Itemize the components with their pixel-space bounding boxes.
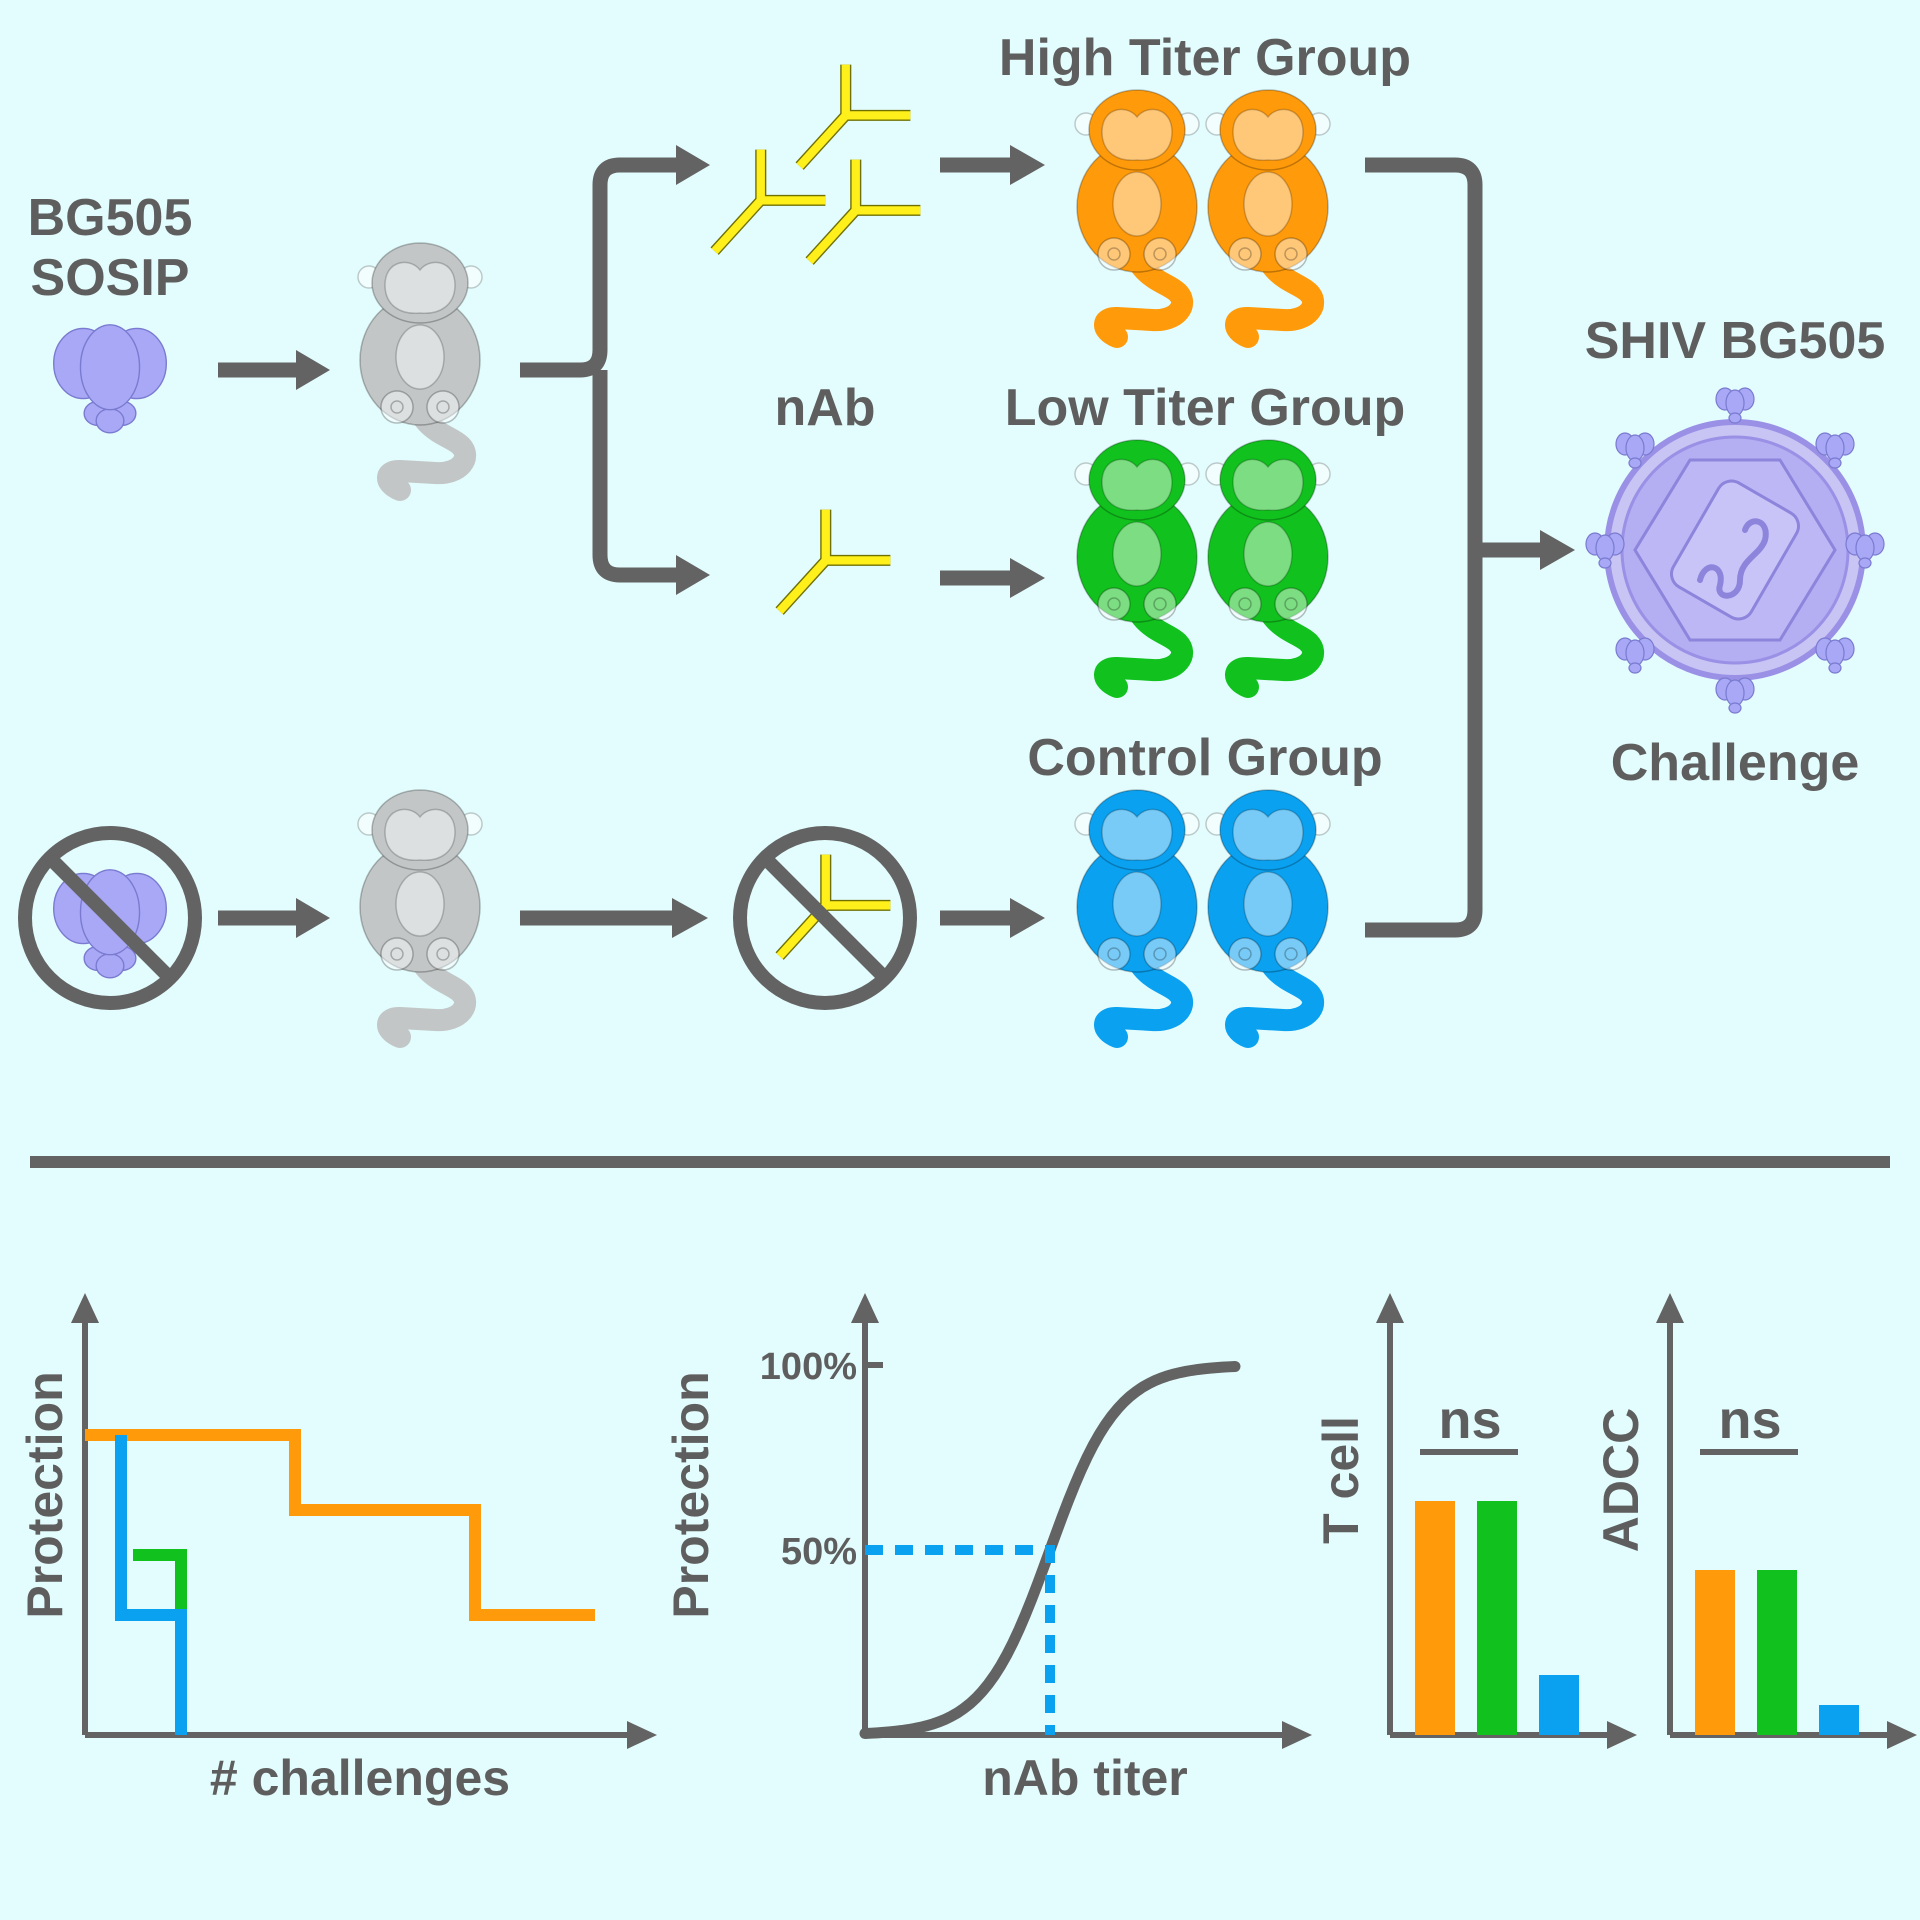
chart3-bar-0 bbox=[1415, 1501, 1455, 1735]
protection-vs-titer-chart: Protection nAb titer 100% 50% bbox=[663, 1293, 1312, 1806]
merge-bracket bbox=[1365, 157, 1545, 938]
nab-label: nAb bbox=[774, 379, 875, 437]
arrowhead-to-low bbox=[676, 555, 710, 595]
immunogen-icon bbox=[52, 324, 168, 434]
chart1-series-line-0 bbox=[85, 1429, 595, 1621]
chart3-bar-2 bbox=[1539, 1675, 1579, 1735]
chart3-y-label: T cell bbox=[1313, 1416, 1369, 1544]
chart2-y-arrowhead bbox=[851, 1293, 879, 1323]
antibody-icon bbox=[715, 150, 826, 252]
arrow-to-control-group bbox=[940, 898, 1045, 938]
low-titer-monkey-icon bbox=[1075, 440, 1199, 698]
antibody-icon bbox=[800, 65, 911, 167]
chart4-y-label: ADCC bbox=[1593, 1408, 1649, 1552]
chart4-ns-label: ns bbox=[1718, 1390, 1781, 1450]
immunogen-label-line2: SOSIP bbox=[31, 249, 190, 307]
chart2-y-label: Protection bbox=[663, 1371, 719, 1618]
low-titer-monkey-icon bbox=[1206, 440, 1330, 698]
protection-vs-challenges-chart: Protection # challenges bbox=[17, 1293, 657, 1806]
chart3-y-arrowhead bbox=[1376, 1293, 1404, 1323]
tcell-bar-chart: T cell ns bbox=[1313, 1293, 1637, 1749]
chart3-ns-label: ns bbox=[1438, 1390, 1501, 1450]
monkey-icon bbox=[358, 243, 482, 501]
chart2-tick-label: 100% bbox=[760, 1346, 857, 1388]
antibody-icon bbox=[810, 160, 921, 262]
chart1-series-line-1 bbox=[133, 1549, 187, 1645]
control-group-label: Control Group bbox=[1027, 729, 1382, 787]
control-monkey-icon bbox=[1075, 790, 1199, 1048]
virus-icon bbox=[1585, 387, 1885, 714]
arrowhead-to-challenge bbox=[1540, 530, 1575, 570]
arrow-to-high-group bbox=[940, 145, 1045, 185]
no-immunogen-icon bbox=[18, 826, 202, 1010]
arrow-control-to-antibody bbox=[520, 898, 708, 938]
chart2-x-label: nAb titer bbox=[982, 1750, 1188, 1806]
arrow-control-immunize bbox=[218, 898, 330, 938]
chart3-bar-1 bbox=[1477, 1501, 1517, 1735]
chart3-x-arrowhead bbox=[1607, 1721, 1637, 1749]
chart4-bar-1 bbox=[1757, 1570, 1797, 1735]
high-titer-monkey-icon bbox=[1075, 90, 1199, 348]
no-antibody-icon bbox=[733, 826, 917, 1010]
arrow-to-low-group bbox=[940, 558, 1045, 598]
chart4-bar-2 bbox=[1819, 1705, 1859, 1735]
chart4-y-arrowhead bbox=[1656, 1293, 1684, 1323]
arrowhead-to-high bbox=[676, 145, 710, 185]
chart4-x-arrowhead bbox=[1887, 1721, 1917, 1749]
chart2-x-arrowhead bbox=[1282, 1721, 1312, 1749]
chart4-bar-0 bbox=[1695, 1570, 1735, 1735]
adcc-bar-chart: ADCC ns bbox=[1593, 1293, 1917, 1749]
chart2-tick-label: 50% bbox=[781, 1531, 857, 1573]
control-monkey-icon bbox=[1206, 790, 1330, 1048]
chart2-reference-line bbox=[865, 1545, 1055, 1735]
high-titer-monkey-icon bbox=[1206, 90, 1330, 348]
chart1-y-arrowhead bbox=[71, 1293, 99, 1323]
split-bracket bbox=[520, 157, 680, 583]
chart1-x-arrowhead bbox=[627, 1721, 657, 1749]
antibody-icon bbox=[780, 510, 891, 612]
chart1-series-line-2 bbox=[115, 1435, 187, 1735]
virus-label: SHIV BG505 bbox=[1585, 312, 1886, 370]
challenge-label: Challenge bbox=[1611, 734, 1860, 792]
arrow-immunize bbox=[218, 350, 330, 390]
monkey-icon bbox=[358, 790, 482, 1048]
immunogen-label-line1: BG505 bbox=[28, 189, 193, 247]
high-group-label: High Titer Group bbox=[999, 29, 1411, 87]
low-group-label: Low Titer Group bbox=[1005, 379, 1406, 437]
chart1-x-label: # challenges bbox=[210, 1750, 510, 1806]
chart1-y-label: Protection bbox=[17, 1371, 73, 1618]
